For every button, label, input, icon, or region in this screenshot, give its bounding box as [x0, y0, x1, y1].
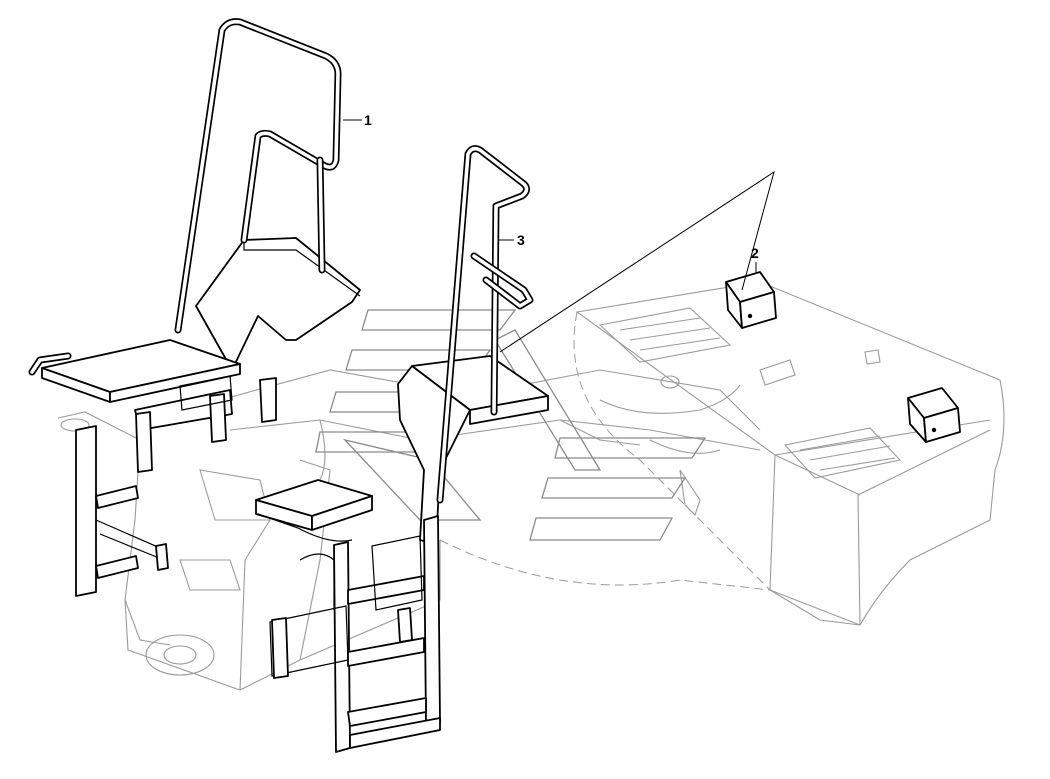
- leader-lines: [343, 119, 775, 353]
- center-step-platform-assembly[interactable]: [255, 145, 549, 753]
- left-step-platform-assembly[interactable]: [28, 18, 361, 597]
- ghosted-machine-frame: [57, 281, 1005, 691]
- callout-label-3: 3: [517, 232, 525, 248]
- watermark-logo: [315, 309, 707, 541]
- reflector-block-lower[interactable]: [907, 387, 961, 443]
- callout-label-2: 2: [751, 245, 759, 261]
- reflector-block-upper[interactable]: [725, 271, 777, 329]
- callout-label-1: 1: [364, 112, 372, 128]
